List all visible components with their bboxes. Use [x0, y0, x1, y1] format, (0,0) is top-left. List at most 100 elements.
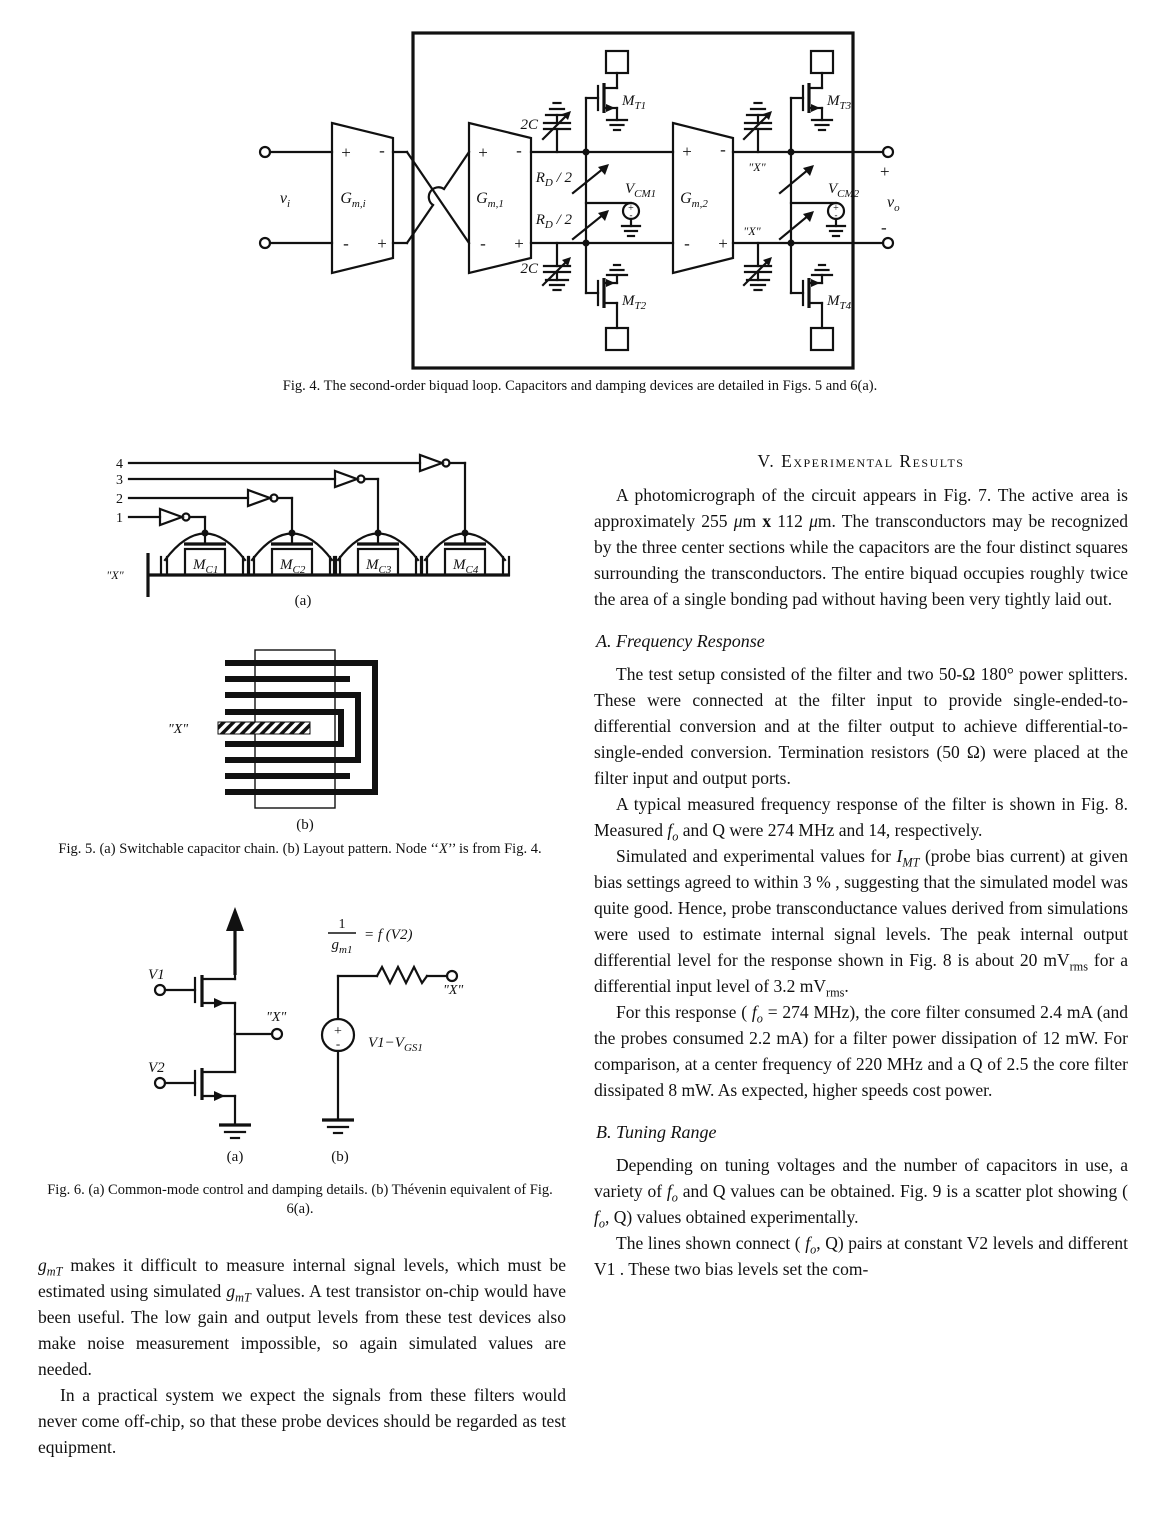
transconductor-gm1: + - - + Gm,1: [467, 121, 533, 275]
vcm1-label: VCM1: [625, 181, 656, 200]
paragraph-practical-system: In a practical system we expect the sign…: [38, 1385, 566, 1457]
svg-text:-: -: [630, 210, 633, 220]
svg-text:+: +: [833, 203, 839, 214]
mc1-label: MC1: [192, 557, 218, 576]
mt1-label: MT1: [621, 93, 646, 112]
gm-fraction: 1 gm1 = f (V2): [328, 917, 412, 956]
probe-mt4: MT4: [789, 241, 852, 352]
node-x-wire: "X": [233, 1010, 286, 1041]
mt2-label: MT2: [621, 293, 647, 312]
node-x-label: "X": [168, 722, 188, 737]
svg-text:1: 1: [339, 917, 346, 932]
cap-2c-top-label: 2C: [520, 117, 539, 133]
capacitor-2c-top: 2C: [520, 101, 572, 154]
paragraph-measured-response: A typical measured frequency response of…: [594, 794, 1128, 844]
subsection-frequency-response: A. Frequency Response: [596, 631, 765, 651]
svg-text:-: -: [835, 210, 838, 220]
transistor-t1: V1: [148, 967, 237, 1036]
transconductor-gmi: + - - + Gm,i: [330, 121, 395, 275]
svg-text:+: +: [514, 234, 524, 253]
thevenin-resistor: "X": [336, 964, 463, 1021]
svg-text:-: -: [881, 218, 887, 237]
mt4-label: MT4: [826, 293, 852, 312]
node-x-label: "X": [106, 568, 124, 582]
inverter-line3: [333, 469, 380, 535]
capacitor-right-bottom: [742, 241, 773, 292]
mt3-label: MT3: [826, 93, 852, 112]
v1-label: V1: [148, 967, 165, 983]
figure-5a-capacitor-chain: 4 3 2 1: [85, 445, 555, 620]
svg-text:+: +: [628, 203, 634, 214]
inverter-line2: [246, 488, 294, 535]
svg-text:+: +: [682, 142, 692, 161]
gmi-label: Gm,i: [340, 190, 365, 210]
rd2-label-top: RD / 2: [535, 170, 573, 189]
transconductor-gm2: + - - + Gm,2: [671, 121, 735, 275]
output-terminals: + -: [880, 145, 895, 250]
svg-text:+: +: [341, 143, 351, 162]
svg-text:-: -: [343, 234, 349, 253]
gm1-denominator: gm1: [332, 937, 353, 956]
equals-fv2: = f (V2): [364, 927, 412, 943]
fig5b-tag: (b): [296, 817, 314, 833]
vo-label: vo: [887, 194, 900, 214]
mos-cap-cell-1: MC1: [159, 529, 251, 577]
paragraph-test-setup: The test setup consisted of the filter a…: [594, 664, 1128, 788]
svg-text:3: 3: [116, 473, 123, 488]
mc4-label: MC4: [452, 557, 479, 576]
paragraph-power-consumption: For this response ( fo = 274 MHz), the c…: [594, 1002, 1129, 1100]
mc3-label: MC3: [365, 557, 392, 576]
supply-arrow: [226, 907, 244, 975]
node-x-plate: [217, 721, 311, 735]
paragraph-lines-connect: The lines shown connect ( fo, Q) pairs a…: [594, 1233, 1129, 1279]
damping-column-2: "X" "X" + - VCM2: [743, 148, 860, 247]
figure-4-biquad-schematic: vi + - - + Gm,i + - -: [235, 25, 915, 375]
node-x-label: "X": [443, 983, 463, 998]
cross-coupled-wires: [391, 150, 471, 245]
vcm2-label: VCM2: [828, 181, 860, 200]
svg-text:+: +: [880, 162, 890, 181]
gm1-label: Gm,1: [476, 190, 504, 210]
svg-text:-: -: [336, 1036, 340, 1051]
v2-label: V2: [148, 1060, 165, 1076]
input-terminals: [258, 145, 334, 250]
transistor-t2: V2: [148, 1032, 251, 1140]
figure-6-cm-control: V1 "X" V2: [130, 895, 530, 1175]
node-x-top-label: "X": [748, 160, 766, 174]
gm2-label: Gm,2: [680, 190, 708, 210]
subsection-tuning-range: B. Tuning Range: [596, 1122, 717, 1142]
fig5a-tag: (a): [295, 593, 312, 609]
paragraph-simulated-values: Simulated and experimental values for IM…: [594, 846, 1128, 1000]
svg-text:2: 2: [116, 492, 123, 507]
feedback-loop-border: [411, 31, 855, 370]
svg-text:-: -: [516, 141, 522, 160]
svg-text:-: -: [720, 140, 726, 159]
interdigitated-fingers: [225, 660, 378, 795]
inverter-line4: [418, 453, 467, 535]
svg-text:4: 4: [116, 457, 123, 472]
figure-5b-layout-pattern: "X" (b): [140, 645, 470, 845]
damping-column-1: RD / 2 RD / 2 + - VCM1: [535, 148, 656, 247]
cap-2c-bottom-label: 2C: [520, 261, 539, 277]
svg-text:-: -: [684, 234, 690, 253]
mos-cap-cell-2: MC2: [246, 529, 338, 577]
capacitor-2c-bottom: 2C: [520, 241, 572, 292]
mc2-label: MC2: [279, 557, 306, 576]
svg-text:-: -: [379, 141, 385, 160]
v1-vgs1-label: V1−VGS1: [368, 1035, 423, 1054]
vi-label: vi: [280, 190, 290, 210]
section-heading-experimental-results: V. Experimental Results: [757, 451, 965, 471]
fig6b-tag: (b): [331, 1149, 349, 1165]
node-x-label: "X": [266, 1010, 286, 1025]
fig6a-tag: (a): [227, 1149, 244, 1165]
probe-mt2: MT2: [584, 241, 647, 352]
figure-4-caption: Fig. 4. The second-order biquad loop. Ca…: [282, 378, 878, 394]
figure-6-caption: Fig. 6. (a) Common-mode control and damp…: [47, 1182, 553, 1217]
mos-cap-cell-4: MC4: [419, 529, 511, 577]
probe-mt1: MT1: [584, 49, 646, 154]
paragraph-photomicrograph: A photomicrograph of the circuit appears…: [594, 485, 1128, 609]
svg-text:+: +: [718, 234, 728, 253]
rd2-label-bottom: RD / 2: [535, 212, 573, 231]
svg-text:+: +: [478, 143, 488, 162]
svg-text:1: 1: [116, 511, 123, 526]
